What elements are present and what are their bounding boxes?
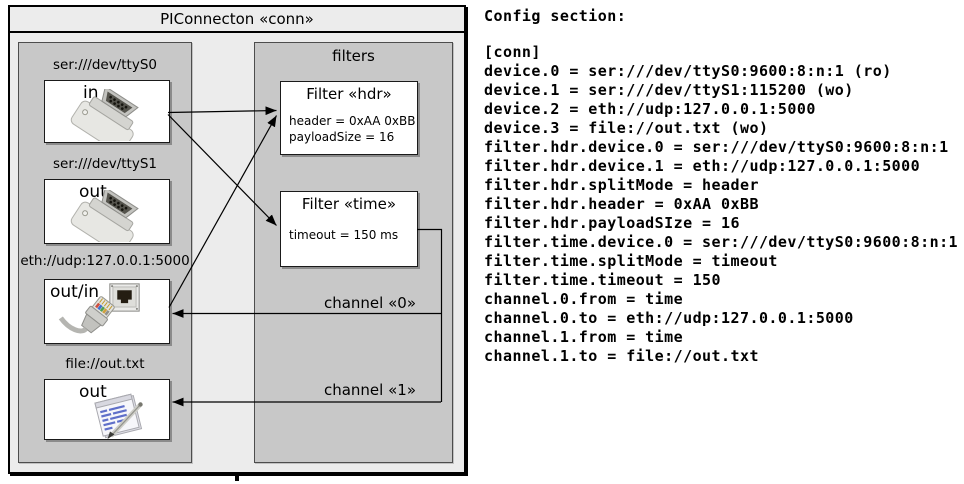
device-box-eth: out/in xyxy=(44,279,170,344)
device-label-file: file://out.txt xyxy=(65,356,145,372)
device-box-ttys1: out xyxy=(44,179,170,244)
config-line: channel.0.to = eth://udp:127.0.0.1:5000 xyxy=(484,309,854,327)
config-line: device.1 = ser:///dev/ttyS1:115200 (wo) xyxy=(484,81,854,99)
connector-diagram-frame: PIConnecton «conn» ser:///dev/ttyS0 in xyxy=(8,5,466,474)
filters-title: filters xyxy=(332,47,375,65)
filter-box-time: Filter «time» timeout = 150 ms xyxy=(280,191,418,267)
config-line: channel.1.from = time xyxy=(484,328,684,346)
device-label-ttys1: ser:///dev/ttyS1 xyxy=(53,156,157,172)
filter-time-prop-timeout: timeout = 150 ms xyxy=(289,228,399,242)
diagram-title: PIConnecton «conn» xyxy=(10,7,464,33)
channel-1-label: channel «1» xyxy=(323,381,416,399)
config-line: channel.1.to = file://out.txt xyxy=(484,347,759,365)
device-label-eth: eth://udp:127.0.0.1:5000 xyxy=(20,253,190,269)
device-direction: out xyxy=(79,182,107,202)
ethernet-plug-icon xyxy=(58,296,115,334)
config-line: filter.time.timeout = 150 xyxy=(484,271,722,289)
device-direction: out/in xyxy=(50,282,100,302)
filter-hdr-prop-payloadsize: payloadSize = 16 xyxy=(289,130,395,144)
config-line: device.2 = eth://udp:127.0.0.1:5000 xyxy=(484,100,816,118)
config-line: filter.time.splitMode = timeout xyxy=(484,252,778,270)
config-line: filter.hdr.payloadSIze = 16 xyxy=(484,214,740,232)
filter-time-title: Filter «time» xyxy=(301,195,397,213)
config-line: device.3 = file://out.txt (wo) xyxy=(484,119,769,137)
config-line: filter.hdr.splitMode = header xyxy=(484,176,759,194)
filters-container: filters Filter «hdr» header = 0xAA 0xBB … xyxy=(254,42,453,463)
notepad-icon xyxy=(94,393,143,439)
filter-box-hdr: Filter «hdr» header = 0xAA 0xBB payloadS… xyxy=(280,81,418,155)
device-direction: out xyxy=(79,382,107,402)
filter-hdr-prop-header: header = 0xAA 0xBB xyxy=(289,114,416,128)
config-heading: Config section: xyxy=(484,7,627,25)
frame-notch xyxy=(235,476,239,481)
filter-hdr-title: Filter «hdr» xyxy=(306,85,392,103)
device-label-ttys0: ser:///dev/ttyS0 xyxy=(53,57,157,73)
config-line: filter.time.device.0 = ser:///dev/ttyS0:… xyxy=(484,233,959,251)
config-line: [conn] xyxy=(484,43,541,61)
serial-connector-icon xyxy=(70,190,139,242)
device-box-ttys0: in xyxy=(44,80,170,143)
channel-0-label: channel «0» xyxy=(323,294,416,312)
config-line: filter.hdr.device.1 = eth://udp:127.0.0.… xyxy=(484,157,921,175)
serial-connector-icon xyxy=(70,89,139,141)
config-line: filter.hdr.device.0 = ser:///dev/ttyS0:9… xyxy=(484,138,949,156)
config-line: filter.hdr.header = 0xAA 0xBB xyxy=(484,195,759,213)
config-line: channel.0.from = time xyxy=(484,290,684,308)
config-panel: Config section: [conn] device.0 = ser://… xyxy=(484,7,962,366)
device-box-file: out xyxy=(44,379,170,440)
config-line: device.0 = ser:///dev/ttyS0:9600:8:n:1 (… xyxy=(484,62,892,80)
devices-container: ser:///dev/ttyS0 in xyxy=(18,42,192,463)
